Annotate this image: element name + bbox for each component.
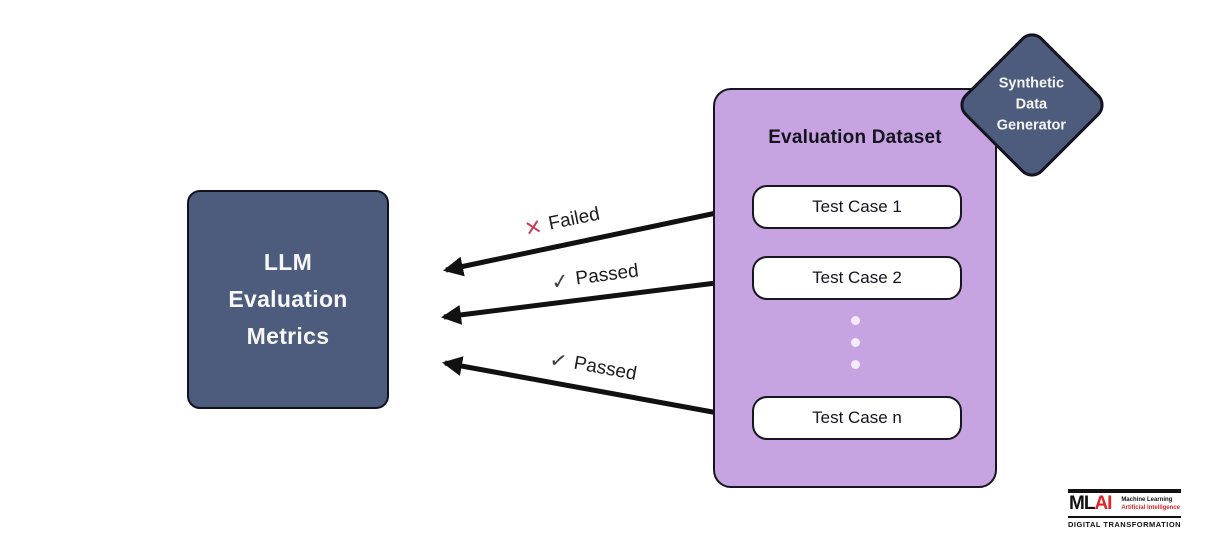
synthetic-data-generator-label: Synthetic Data Generator	[997, 75, 1067, 134]
logo-tagline-machine-learning: Machine Learning	[1121, 496, 1173, 503]
test-case-2-node: Test Case 2	[752, 256, 962, 300]
x-mark-icon: ✕	[522, 214, 545, 241]
logo-tagline-artificial-intelligence: Artificial Intelligence	[1121, 504, 1180, 511]
logo-wordmark: MLAI	[1069, 493, 1112, 514]
arrow-passed-testcase2	[441, 272, 743, 325]
test-case-1-node: Test Case 1	[752, 185, 962, 229]
llm-node-label: LLM Evaluation Metrics	[228, 249, 348, 349]
logo-ml-text: ML	[1069, 493, 1095, 514]
llm-evaluation-metrics-node: LLM Evaluation Metrics	[187, 190, 389, 409]
check-mark-icon: ✓	[547, 347, 570, 374]
ellipsis-dot	[850, 360, 860, 369]
logo-top-bar	[1068, 489, 1181, 493]
arrow-passed-testcase-n	[442, 356, 743, 424]
evaluation-dataset-title: Evaluation Dataset	[768, 127, 942, 148]
logo-subtitle: DIGITAL TRANSFORMATION	[1068, 516, 1181, 529]
ellipsis-dot	[850, 338, 860, 347]
check-mark-icon: ✓	[549, 269, 571, 295]
ellipsis-dots	[715, 316, 995, 369]
ellipsis-dot	[850, 316, 860, 325]
logo-ai-text: AI	[1094, 493, 1112, 514]
arrow-failed-testcase1	[443, 201, 743, 277]
evaluation-dataset-container: Evaluation Dataset Test Case 1 Test Case…	[713, 88, 997, 488]
mlai-logo: MLAI Machine Learning Artificial Intelli…	[1068, 489, 1181, 529]
test-case-n-node: Test Case n	[752, 396, 962, 440]
